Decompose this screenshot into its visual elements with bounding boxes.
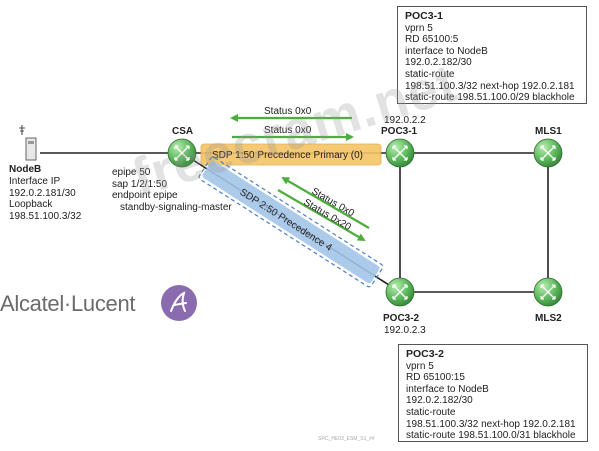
router-poc32-icon <box>385 277 415 307</box>
status-arrows <box>230 114 370 242</box>
poc32-box-title: POC3-2 <box>406 348 444 360</box>
logo-mark-icon <box>161 285 197 321</box>
nodeb-label: NodeB <box>9 164 42 175</box>
poc31-box-line: vprn 5 <box>405 22 433 34</box>
poc31-box-line: RD 65100:5 <box>405 34 459 46</box>
nodeb-info-line: Loopback <box>9 199 53 210</box>
poc32-label: POC3-2 <box>383 313 420 324</box>
status-arrow-4 <box>277 189 366 242</box>
nodeb-info: Interface IP 192.0.2.181/30 Loopback 198… <box>9 176 81 222</box>
status-arrow-3 <box>281 176 370 229</box>
poc32-config-box: POC3-2 vprn 5 RD 65100:15 interface to N… <box>398 344 588 442</box>
footer-code: SRC_HE03_ESM_S1_## <box>318 436 375 442</box>
csa-config: epipe 50 sap 1/2/1:50 endpoint epipe sta… <box>112 167 232 213</box>
poc32-ip: 192.0.2.3 <box>384 325 426 336</box>
router-mls1-icon <box>533 138 563 168</box>
poc32-box-line: interface to NodeB <box>406 383 489 395</box>
poc31-box-line: interface to NodeB <box>405 45 488 57</box>
nodeb-info-line: 198.51.100.3/32 <box>9 210 82 222</box>
csa-config-line: standby-signaling-master <box>120 201 232 213</box>
router-csa-icon <box>167 138 197 168</box>
poc31-config-box: POC3-1 vprn 5 RD 65100:5 interface to No… <box>397 6 587 104</box>
status-text-2: Status 0x0 <box>264 125 312 136</box>
poc32-box-line: 192.0.2.182/30 <box>406 395 473 407</box>
router-mls2-icon <box>533 277 563 307</box>
router-poc31-icon <box>385 138 415 168</box>
status-text-1: Status 0x0 <box>264 106 312 117</box>
poc31-box-title: POC3-1 <box>405 10 443 22</box>
poc31-label: POC3-1 <box>381 126 418 137</box>
poc32-box-line: static-route <box>406 406 456 418</box>
poc31-box-line: 198.51.100.3/32 next-hop 192.0.2.181 <box>405 80 575 92</box>
csa-config-line: sap 1/2/1:50 <box>112 178 168 190</box>
poc31-ip: 192.0.2.2 <box>384 115 426 126</box>
csa-config-line: epipe 50 <box>112 167 151 178</box>
nodeb-info-line: Interface IP <box>9 176 61 187</box>
nodeb-info-line: 192.0.2.181/30 <box>9 187 76 199</box>
poc32-box-line: 198.51.100.3/32 next-hop 192.0.2.181 <box>406 418 576 430</box>
sdp-primary-tunnel <box>200 143 382 166</box>
poc32-box-line: RD 65100:15 <box>406 372 465 384</box>
nodeb-antenna-icon <box>19 125 37 161</box>
csa-label: CSA <box>172 126 194 137</box>
mls1-label: MLS1 <box>535 126 562 137</box>
poc31-box-line: static-route <box>405 68 455 80</box>
sdp-standby-tunnel <box>202 160 380 284</box>
poc31-box-line: 192.0.2.182/30 <box>405 57 472 69</box>
poc32-box-line: static-route 198.51.100.0/31 blackhole <box>406 430 576 442</box>
csa-config-line: endpoint epipe <box>112 190 178 201</box>
logo-text: Alcatel·Lucent <box>0 291 136 316</box>
sdp-primary-label: SDP 1:50 Precedence Primary (0) <box>212 150 363 161</box>
mls2-label: MLS2 <box>535 313 562 324</box>
poc31-box-line: static-route 198.51.100.0/29 blackhole <box>405 92 575 104</box>
sdp-standby-outline <box>198 156 384 288</box>
alcatel-lucent-logo: Alcatel·Lucent <box>0 281 210 327</box>
poc32-box-line: vprn 5 <box>406 360 434 372</box>
